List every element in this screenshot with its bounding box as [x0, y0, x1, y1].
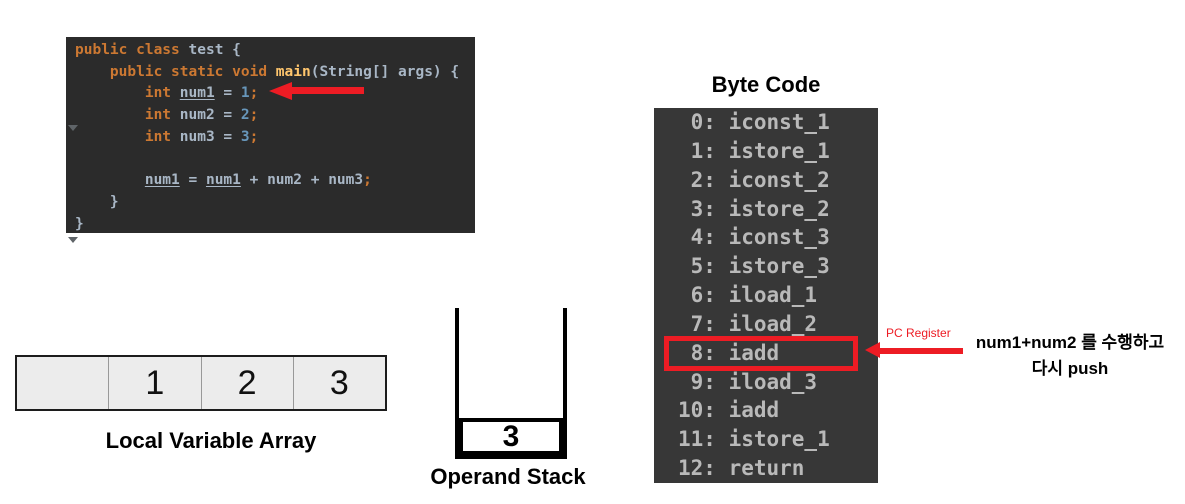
pc-register-label: PC Register [886, 326, 951, 340]
code-line [75, 149, 475, 171]
fold-marker-icon [68, 237, 78, 243]
left-arrow-shaft [879, 348, 963, 354]
bytecode-title: Byte Code [711, 72, 821, 97]
bytecode-line: 12: return [678, 456, 805, 481]
left-arrow-icon [865, 342, 880, 358]
bytecode-line: 5: istore_3 [678, 254, 830, 279]
bytecode-line: 8: iadd [678, 340, 780, 365]
bytecode-line: 6: iload_1 [678, 283, 818, 308]
korean-annotation-line1: num1+num2 를 수행하고 [975, 333, 1165, 352]
bytecode-line: 10: iadd [678, 398, 780, 423]
bytecode-line: 9: iload_3 [678, 369, 818, 394]
code-line: } [75, 193, 119, 210]
local-variable-array-label: Local Variable Array [105, 428, 317, 453]
code-line: num1 = num1 + num2 + num3; [144, 172, 372, 189]
code-line: int num1 = 1; [144, 85, 259, 102]
korean-annotation-line2: 다시 push [1031, 359, 1109, 378]
korean-annotation: num1+num2 를 수행하고 다시 push [950, 330, 1185, 382]
code-line: public static void main(String[] args) { [109, 63, 460, 80]
code-line: int num2 = 2; [144, 107, 259, 124]
left-arrow-shaft [291, 87, 364, 94]
bytecode-line: 2: iconst_2 [678, 167, 830, 192]
pc-register-highlight-box [664, 336, 858, 371]
lva-cell: 3 [292, 357, 385, 409]
bytecode-line: 11: istore_1 [678, 427, 830, 452]
lva-cell: 2 [200, 357, 293, 409]
code-line: } [75, 215, 84, 232]
operand-stack-value: 3 [459, 418, 563, 455]
lva-cell [17, 357, 108, 409]
code-editor: public class test { public static void m… [66, 37, 475, 243]
bytecode-line: 1: istore_1 [678, 138, 830, 163]
operand-stack-label: Operand Stack [430, 464, 586, 489]
code-line: public class test { [75, 42, 241, 58]
lva-cell: 1 [108, 357, 200, 409]
java-source-code: public class test { public static void m… [75, 40, 475, 235]
bytecode-panel: 0: iconst_1 1: istore_1 2: iconst_2 3: i… [654, 108, 878, 483]
bytecode-line: 3: istore_2 [678, 196, 830, 221]
bytecode-line: 0: iconst_1 [678, 110, 830, 134]
left-arrow-icon [269, 82, 292, 100]
bytecode-line: 7: iload_2 [678, 311, 818, 336]
fold-marker-icon [68, 125, 78, 131]
code-line: int num3 = 3; [144, 128, 259, 145]
bytecode-line: 4: iconst_3 [678, 225, 830, 250]
